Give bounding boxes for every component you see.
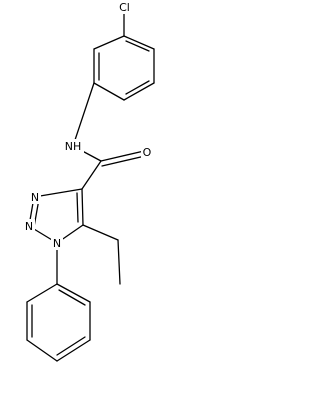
atom-label-n1: N <box>53 237 61 250</box>
bond-ring-a-4 <box>123 82 155 101</box>
bonds <box>26 10 155 362</box>
bond-ring-a-inner-3 <box>125 40 150 52</box>
bond-carbonyl-o-2 <box>101 155 146 167</box>
atom-cl: Cl <box>116 0 133 14</box>
bond-ethyl-2 <box>117 239 121 285</box>
atom-n1: N <box>51 236 63 250</box>
bond-ring-a-3 <box>93 82 125 101</box>
bond-ring-b-inner-1 <box>58 289 86 306</box>
bond-ring-b-4 <box>26 339 58 362</box>
molecule-structure: Cl NH O N N N <box>23 0 155 362</box>
bond-c4-n3 <box>33 188 83 198</box>
atom-n2: N <box>23 219 35 233</box>
bond-ring-a-1 <box>93 35 125 50</box>
bond-carbonyl-c4 <box>81 160 102 190</box>
bond-ring-b-6 <box>26 283 58 303</box>
bond-ring-a-6 <box>123 35 155 50</box>
atom-label-cl: Cl <box>119 1 130 14</box>
atom-o: O <box>141 145 153 159</box>
atom-nh: NH <box>62 139 84 153</box>
atom-label-nh: NH <box>65 140 82 153</box>
bond-c5-c4-2 <box>76 192 79 223</box>
atom-label-o: O <box>143 146 152 159</box>
bond-c5-ethyl-1 <box>82 224 119 241</box>
bond-ring-a-inner-2 <box>125 80 150 95</box>
atom-label-n3: N <box>31 191 39 204</box>
bond-ring-b-inner-2 <box>56 336 86 356</box>
bond-c5-c4-1 <box>81 188 84 226</box>
bond-carbonyl-o-1 <box>100 150 145 162</box>
bond-ring-a-nh <box>72 82 95 147</box>
atom-label-n2: N <box>25 220 33 233</box>
bond-ring-b-3 <box>56 339 91 362</box>
bond-ring-b-1 <box>56 283 91 303</box>
atom-n3: N <box>29 190 41 204</box>
atom-labels: Cl NH O N N N <box>23 0 153 250</box>
